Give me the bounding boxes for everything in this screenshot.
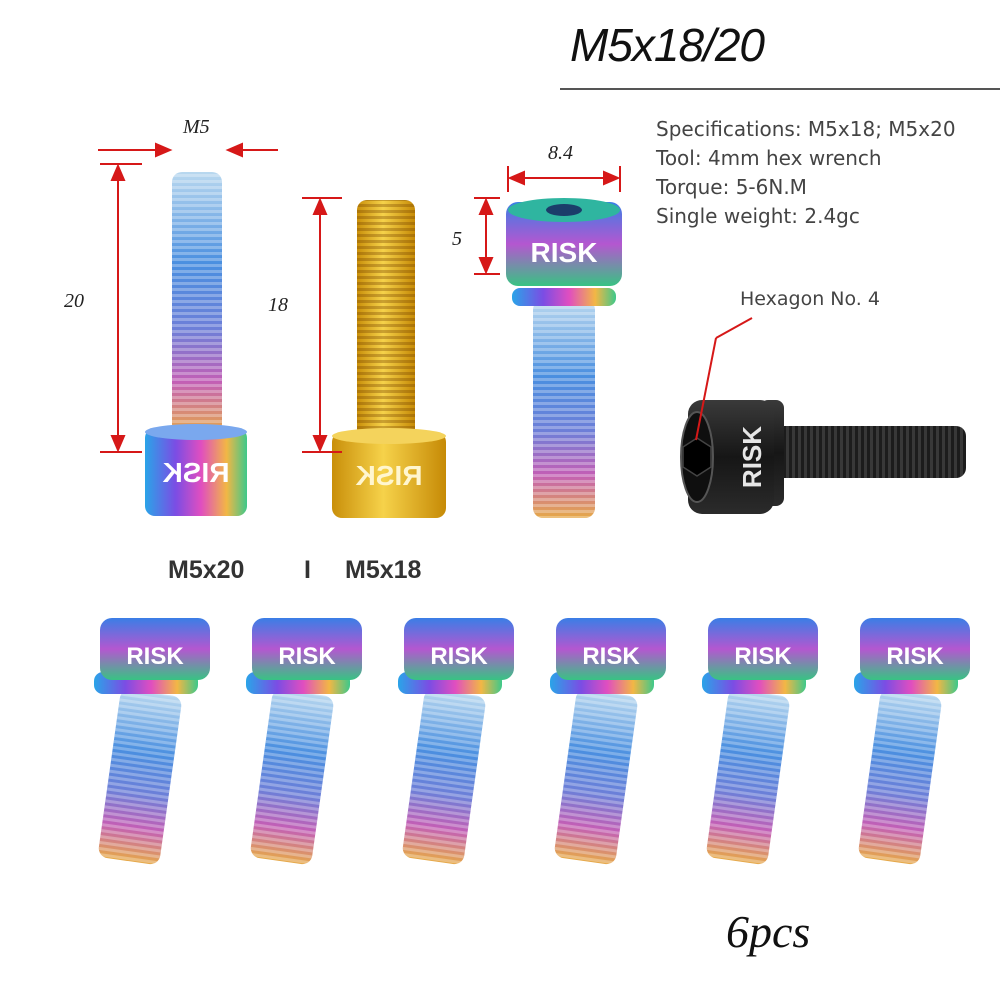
svg-text:RISK: RISK xyxy=(886,643,944,670)
length-20-label: 20 xyxy=(64,290,84,312)
product-title: M5x18/20 xyxy=(570,19,765,71)
spec-specifications: Specifications: M5x18; M5x20 xyxy=(656,117,956,141)
svg-text:RISK: RISK xyxy=(126,643,184,670)
bolt-set-item-6: RISK xyxy=(854,618,970,865)
spec-weight: Single weight: 2.4gc xyxy=(656,204,860,228)
brand-logo-black: RISK xyxy=(737,426,767,488)
spec-tool: Tool: 4mm hex wrench xyxy=(656,146,882,170)
length-18-label: 18 xyxy=(268,294,288,316)
size-label-m5x20: M5x20 xyxy=(168,556,245,584)
brand-logo-m5x20: RISK xyxy=(163,457,230,488)
bolt-set-row: RISK RISK RISK RISK RISK xyxy=(94,618,970,865)
bolt-set-item-5: RISK xyxy=(702,618,818,865)
svg-text:RISK: RISK xyxy=(582,643,640,670)
thread-size-label: M5 xyxy=(183,116,210,138)
bolt-set-item-4: RISK xyxy=(550,618,666,865)
dimension-lines xyxy=(98,142,621,453)
title-underline xyxy=(560,88,1000,90)
size-label-m5x18: M5x18 xyxy=(345,556,422,584)
head-height-label: 5 xyxy=(452,228,462,250)
svg-text:RISK: RISK xyxy=(734,643,792,670)
brand-logo-m5x18: RISK xyxy=(356,460,423,491)
bolt-black: RISK xyxy=(680,317,966,514)
bolt-m5x18: RISK xyxy=(332,200,446,518)
bolt-head-detail: RISK xyxy=(506,198,622,518)
hexagon-label: Hexagon No. 4 xyxy=(740,288,880,310)
quantity-label: 6pcs xyxy=(726,906,811,957)
bolt-set-item-1: RISK xyxy=(94,618,210,865)
head-diameter-label: 8.4 xyxy=(548,142,573,164)
size-separator: I xyxy=(304,556,311,584)
svg-text:RISK: RISK xyxy=(430,643,488,670)
brand-logo-detail: RISK xyxy=(531,237,598,268)
svg-text:RISK: RISK xyxy=(278,643,336,670)
bolt-m5x20: RISK xyxy=(145,172,247,516)
bolt-set-item-2: RISK xyxy=(246,618,362,865)
spec-torque: Torque: 5-6N.M xyxy=(656,175,807,199)
bolt-set-item-3: RISK xyxy=(398,618,514,865)
